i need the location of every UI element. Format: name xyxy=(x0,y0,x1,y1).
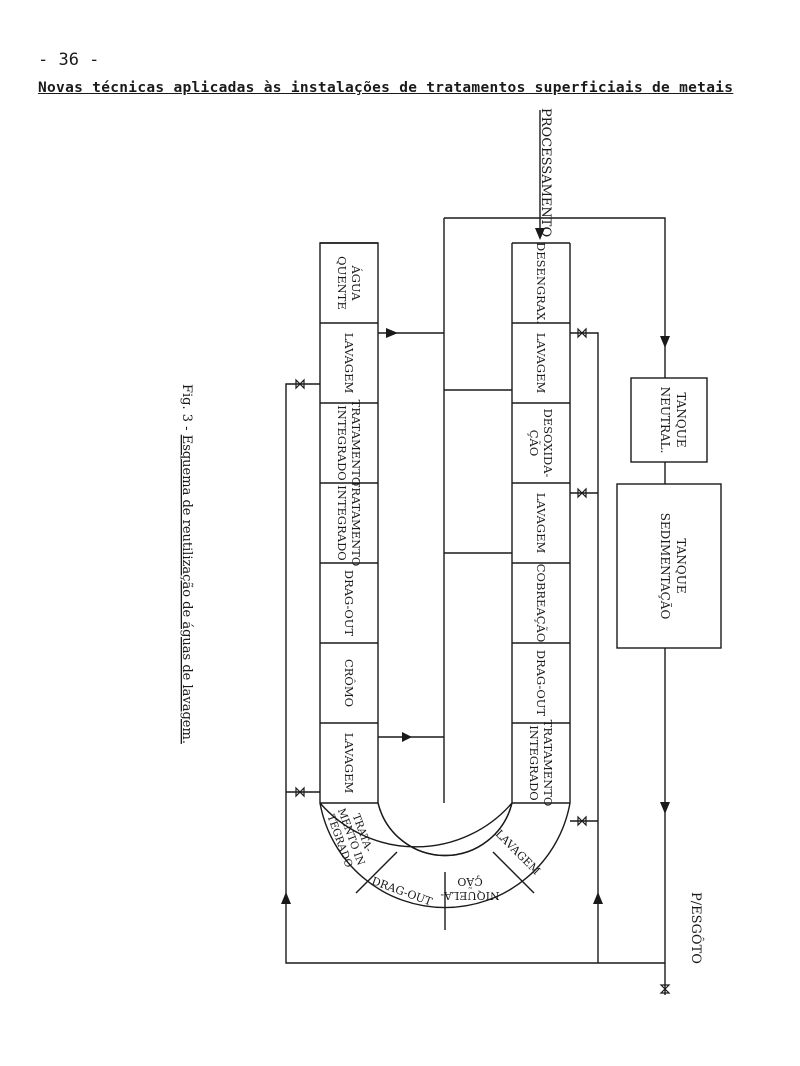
right-column-cell-6: DRAG-OUT xyxy=(534,650,548,717)
caption-title: Esquema de reutilização de águas de lava… xyxy=(179,435,194,744)
outlet-label: P/ESGÔTO xyxy=(688,892,705,964)
right-column-cell-3: DESOXIDA-ÇÃO xyxy=(527,409,555,478)
curve-section-1-line-1: LAVAGEM xyxy=(493,827,543,877)
right-column-cell-1: DESENGRAX. xyxy=(534,242,548,324)
valve-5 xyxy=(295,786,305,798)
page-number: - 36 - xyxy=(38,50,100,70)
curve-section-2: NIQUELA- ÇÃO xyxy=(440,875,500,902)
right-column-cells: DESENGRAX. LAVAGEM DESOXIDA-ÇÃO LAVAGEM COBR… xyxy=(527,242,555,806)
left-column-cell-7: LAVAGEM xyxy=(342,733,356,794)
left-column-cell-4-line-2: INTEGRADO xyxy=(335,485,349,560)
top-pipe xyxy=(444,217,666,378)
right-column-cell-4: LAVAGEM xyxy=(534,493,548,554)
figure-caption: Fig. 3 - Esquema de reutilização de água… xyxy=(179,384,194,744)
left-column-cell-1-line-2: QUENTE xyxy=(335,256,349,310)
page-heading: Novas técnicas aplicadas às instalações … xyxy=(38,80,734,96)
return-loop-right xyxy=(570,332,599,963)
tank-sedimentation-line-1: TANQUE xyxy=(674,538,688,593)
left-column-cell-7-line-1: LAVAGEM xyxy=(342,733,356,794)
left-column-cell-5-line-1: DRAG-OUT xyxy=(342,570,356,637)
valve-6 xyxy=(659,984,671,994)
processing-label: PROCESSAMENTO xyxy=(538,108,553,237)
right-column-cell-7-line-1: TRATAMENTO xyxy=(541,720,555,807)
right-column-cell-7-line-2: INTEGRADO xyxy=(527,725,541,800)
left-dividers xyxy=(320,322,378,724)
left-column-cell-1-line-1: ÁGUA xyxy=(349,264,363,301)
right-column-cell-2: LAVAGEM xyxy=(534,333,548,394)
curve-section-3-line-1: DRAG-OUT xyxy=(370,875,435,909)
left-column-cell-2-line-1: LAVAGEM xyxy=(342,333,356,394)
u-curve-inner xyxy=(377,802,513,857)
tank-neutral xyxy=(630,377,708,463)
right-column-cell-1-line-1: DESENGRAX. xyxy=(534,242,548,324)
right-dividers xyxy=(512,322,570,724)
right-column-cell-5-line-1: COBREAÇÃO xyxy=(534,564,548,643)
return-loop-left xyxy=(285,383,665,964)
valve-1 xyxy=(577,327,587,339)
left-column-cell-4-line-1: TRATAMENTO xyxy=(349,480,363,567)
curve-section-2-line-1: NIQUELA- xyxy=(440,889,500,902)
tank-sedimentation-line-2: SEDIMENTAÇÃO xyxy=(658,513,673,620)
left-column-cell-6: CRÔMO xyxy=(342,659,356,707)
left-column-cell-2: LAVAGEM xyxy=(342,333,356,394)
svg-text:Fig. 3 - Esquema de reutilizaç: Fig. 3 - Esquema de reutilização de água… xyxy=(179,384,194,744)
tank-sedimentation-label: TANQUE SEDIMENTAÇÃO xyxy=(658,513,688,620)
right-column-cell-5: COBREAÇÃO xyxy=(534,564,548,643)
curve-section-1: LAVAGEM xyxy=(493,827,543,877)
curve-section-2-line-2: ÇÃO xyxy=(457,875,482,889)
left-column-cell-3-line-1: TRATAMENTO xyxy=(349,400,363,487)
valve-3 xyxy=(577,815,587,827)
tank-sedimentation xyxy=(616,483,722,649)
valve-2 xyxy=(577,487,587,499)
right-column-cell-6-line-1: DRAG-OUT xyxy=(534,650,548,717)
left-column-cell-6-line-1: CRÔMO xyxy=(342,659,356,707)
right-column-cell-4-line-1: LAVAGEM xyxy=(534,493,548,554)
right-column-cell-2-line-1: LAVAGEM xyxy=(534,333,548,394)
u-outline-inner xyxy=(319,243,571,909)
tank-neutral-line-2: NEUTRAL. xyxy=(658,387,672,454)
caption-prefix: Fig. 3 - xyxy=(179,384,194,435)
left-column-cell-5: DRAG-OUT xyxy=(342,570,356,637)
curve-section-3: DRAG-OUT xyxy=(370,875,435,909)
valve-4 xyxy=(295,378,305,390)
curve-section-4: TRATA- MENTO IN TEGRADO xyxy=(324,807,374,870)
right-column-cell-3-line-2: ÇÃO xyxy=(527,430,541,457)
left-column-cell-3-line-2: INTEGRADO xyxy=(335,405,349,480)
right-column-cell-3-line-1: DESOXIDA- xyxy=(541,409,555,478)
tank-neutral-line-1: TANQUE xyxy=(674,392,688,447)
tank-neutral-label: TANQUE NEUTRAL. xyxy=(658,387,688,454)
